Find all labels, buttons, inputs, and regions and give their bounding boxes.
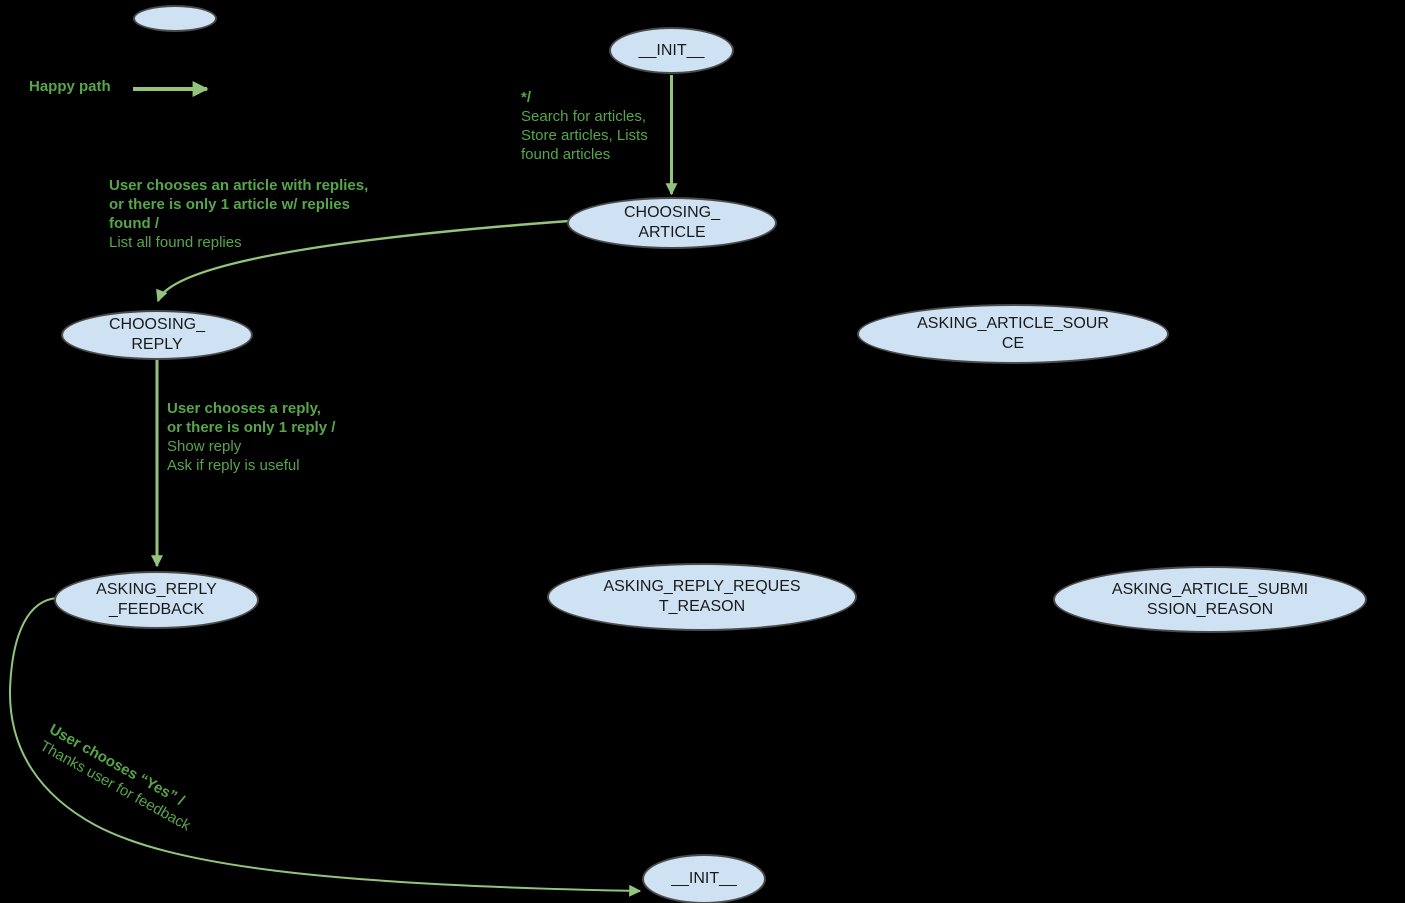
transition-event: or there is only 1 reply / <box>167 419 336 436</box>
transition-event: User chooses a reply, <box>167 400 321 417</box>
transition-event: or there is only 1 article w/ replies <box>109 196 350 213</box>
state-asking-article-submission-reason: ASKING_ARTICLE_SUBMI SSION_REASON <box>1053 566 1367 633</box>
edge-asking-reply-feedback-to-init <box>8 597 642 897</box>
state-asking-reply-request-reason: ASKING_REPLY_REQUES T_REASON <box>547 563 857 631</box>
transition-action: List all found replies <box>109 234 242 251</box>
state-label: CHOOSING_ <box>623 204 720 221</box>
transition-label-choosing-article-to-choosing-reply: User chooses an article with replies, or… <box>109 176 368 252</box>
transition-event: */ <box>521 89 532 106</box>
transition-label-init-to-choosing-article: */ Search for articles, Store articles, … <box>521 88 648 164</box>
state-label: ASKING_REPLY <box>96 581 217 598</box>
legend-state-ellipse <box>133 5 217 32</box>
state-choosing-reply: CHOOSING_ REPLY <box>61 310 253 360</box>
transition-action: Ask if reply is useful <box>167 457 300 474</box>
transition-action: found articles <box>521 146 611 163</box>
state-label: T_REASON <box>658 598 746 615</box>
transition-label-choosing-reply-to-asking-reply-feedback: User chooses a reply, or there is only 1… <box>167 399 335 475</box>
transition-action: Search for articles, <box>521 108 647 125</box>
state-asking-reply-feedback: ASKING_REPLY _FEEDBACK <box>54 571 259 629</box>
state-label: ASKING_ARTICLE_SOUR <box>917 315 1109 332</box>
state-asking-article-source: ASKING_ARTICLE_SOUR CE <box>857 304 1169 364</box>
state-label: CE <box>1001 335 1025 352</box>
state-label: __INIT__ <box>671 870 737 887</box>
legend-happy-path-label: Happy path <box>29 78 111 95</box>
transition-action: Show reply <box>167 438 242 455</box>
state-label: _FEEDBACK <box>108 601 205 618</box>
state-label: CHOOSING_ <box>108 316 205 333</box>
state-label: ASKING_REPLY_REQUES <box>603 578 801 595</box>
state-label: ARTICLE <box>638 224 706 241</box>
transition-label-asking-reply-feedback-to-init: User chooses “Yes” / Thanks user for fee… <box>37 720 203 835</box>
state-label: __INIT__ <box>638 41 705 59</box>
transition-event: User chooses an article with replies, <box>109 177 369 194</box>
state-label: SSION_REASON <box>1146 600 1274 618</box>
state-label: REPLY <box>131 336 183 353</box>
transition-action: Store articles, Lists <box>521 127 648 144</box>
transition-event: found / <box>109 215 159 232</box>
state-choosing-article: CHOOSING_ ARTICLE <box>567 197 777 249</box>
state-label: ASKING_ARTICLE_SUBMI <box>1111 580 1309 598</box>
state-init-bottom: __INIT__ <box>642 854 766 903</box>
state-init-top: __INIT__ <box>609 27 734 74</box>
